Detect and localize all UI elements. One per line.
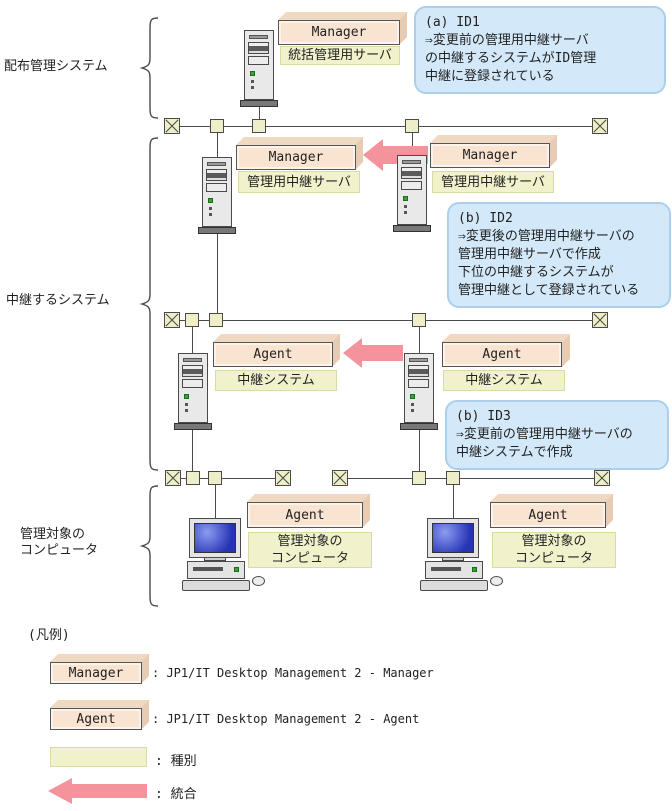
network-terminator-x-icon [594, 470, 610, 486]
manager-box-side [355, 137, 363, 170]
network-node-square-icon [186, 471, 200, 485]
agent-box-top [490, 494, 614, 502]
agent-box-top [442, 334, 570, 342]
network-node-square-icon [208, 471, 222, 485]
connector-relay-new-up [217, 133, 218, 157]
section-label-managed: 管理対象の コンピュータ [20, 527, 99, 558]
legend-manager-box: Manager [50, 662, 142, 684]
connector-central-server [259, 107, 260, 126]
section-brace-managed [139, 485, 159, 607]
agent-box-relaysys-new: Agent [213, 342, 333, 367]
role-label-central: 統括管理用サーバ [280, 46, 400, 65]
network-node-square-icon [185, 313, 199, 327]
network-terminator-x-icon [332, 470, 348, 486]
network-line-3-left [170, 478, 286, 479]
connector-relay-old-up [412, 133, 413, 155]
legend-merge-arrow-icon [48, 778, 147, 804]
manager-box-side [549, 135, 557, 168]
network-terminator-x-icon [592, 312, 608, 328]
callout-a-id1: (a) ID1 ⇒変更前の管理用中継サーバ の中継するシステムがID管理 中継に… [414, 6, 666, 94]
network-node-square-icon [405, 119, 419, 133]
role-label-pc-right: 管理対象の コンピュータ [492, 532, 616, 568]
network-terminator-x-icon [164, 118, 180, 134]
section-brace-distribution [139, 17, 159, 119]
network-terminator-x-icon [592, 118, 608, 134]
agent-box-top [247, 494, 371, 502]
network-node-square-icon [412, 313, 426, 327]
connector-relaysys-old-up [419, 327, 420, 353]
role-label-relay-new: 管理用中継サーバ [238, 171, 360, 193]
network-node-square-icon [209, 313, 223, 327]
legend-title: (凡例) [28, 628, 70, 643]
legend-manager-box-side [141, 654, 149, 684]
manager-box-side [399, 12, 407, 45]
network-terminator-x-icon [275, 470, 291, 486]
manager-box-relay-new: Manager [236, 145, 356, 170]
section-label-distribution: 配布管理システム [4, 59, 108, 74]
connector-relay-new-down [217, 234, 218, 320]
section-brace-relay [139, 137, 159, 471]
connector-relaysys-new-up [192, 327, 193, 353]
manager-box-top [278, 12, 408, 20]
legend-merge-label: : 統合 [155, 787, 197, 802]
role-label-relaysys-old: 中継システム [443, 370, 565, 391]
network-line-1 [166, 126, 602, 127]
role-label-pc-left: 管理対象の コンピュータ [248, 532, 372, 568]
legend-agent-box-side [141, 700, 149, 730]
role-label-relaysys-new: 中継システム [215, 370, 337, 391]
network-terminator-x-icon [164, 312, 180, 328]
connector-relaysys-new-down [192, 430, 193, 478]
legend-agent-box-top [50, 700, 150, 708]
manager-box-top [430, 135, 558, 143]
connector-relaysys-old-down [419, 430, 420, 478]
callout-b-id3: (b) ID3 ⇒変更前の管理用中継サーバの 中継システムで作成 [445, 400, 669, 470]
legend-manager-label: : JP1/IT Desktop Management 2 - Manager [152, 666, 434, 680]
network-line-2 [166, 320, 602, 321]
agent-box-pc-left: Agent [247, 502, 363, 528]
legend-agent-label: : JP1/IT Desktop Management 2 - Agent [152, 712, 420, 726]
network-node-square-icon [252, 119, 266, 133]
role-label-relay-old: 管理用中継サーバ [432, 171, 554, 193]
network-line-3-right [338, 478, 604, 479]
connector-pc-left [215, 485, 216, 518]
legend-manager-box-top [50, 654, 150, 662]
network-node-square-icon [446, 471, 460, 485]
agent-box-side [362, 494, 370, 528]
legend-type-box [50, 747, 147, 767]
agent-box-side [605, 494, 613, 528]
merge-arrow-left-icon [343, 338, 403, 368]
agent-box-side [332, 334, 340, 367]
network-node-square-icon [210, 119, 224, 133]
legend-agent-box: Agent [50, 708, 142, 730]
network-node-square-icon [412, 471, 426, 485]
manager-box-central: Manager [278, 20, 400, 45]
manager-box-relay-old: Manager [430, 143, 550, 168]
agent-box-side [562, 334, 570, 367]
callout-b-id2: (b) ID2 ⇒変更後の管理用中継サーバの 管理用中継サーバで作成 下位の中継… [447, 202, 671, 308]
legend-type-label: : 種別 [155, 754, 197, 769]
connector-pc-right [453, 485, 454, 518]
network-terminator-x-icon [165, 470, 181, 486]
agent-box-relaysys-old: Agent [442, 342, 562, 367]
agent-box-top [213, 334, 341, 342]
agent-box-pc-right: Agent [490, 502, 606, 528]
manager-box-top [236, 137, 364, 145]
section-label-relay: 中継するシステム [6, 293, 110, 308]
